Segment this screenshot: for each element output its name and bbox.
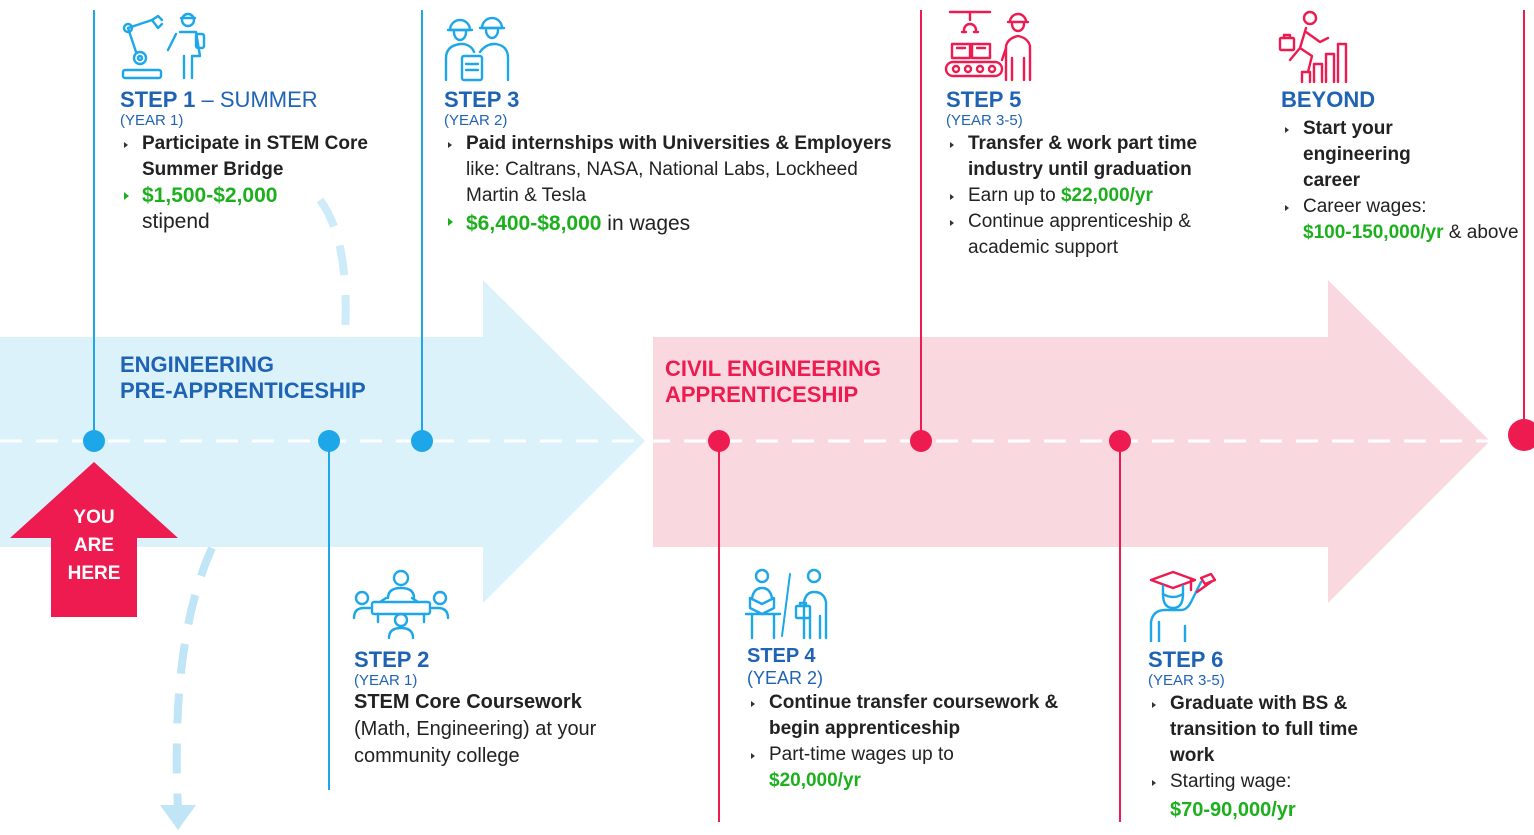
study-to-work-icon [744, 568, 828, 640]
step4-wage-amount: $20,000/yr [769, 770, 861, 791]
engineers-clipboard-icon [444, 16, 510, 82]
step6-block: STEP 6 (YEAR 3-5) Graduate with BS & tra… [1148, 648, 1418, 825]
pre-apprenticeship-line1: ENGINEERING [120, 352, 275, 377]
step5-bullet-3: Continue apprenticeship & academic suppo… [946, 209, 1236, 261]
step6-year: (YEAR 3-5) [1148, 672, 1225, 689]
apprenticeship-band-arrow [653, 280, 1490, 603]
step5-wage-amount: $22,000/yr [1060, 185, 1153, 206]
step1-title: STEP 1 – SUMMER [120, 88, 380, 112]
step3-wage-amount: $6,400-$8,000 [466, 212, 602, 235]
step5-bullet-2: Earn up to $22,000/yr [946, 183, 1236, 209]
beyond-wage-rest: & above [1443, 222, 1519, 243]
step1-block: STEP 1 – SUMMER (YEAR 1) Participate in … [120, 88, 380, 235]
beyond-block: BEYOND Start your engineering career Car… [1281, 88, 1521, 246]
step1-bullet-1-text: Participate in STEM Core Summer Bridge [142, 133, 368, 180]
beyond-bullet-1-text: Start your engineering career [1303, 118, 1411, 191]
step1-bullets: Participate in STEM Core Summer Bridge $… [120, 131, 380, 235]
step2-title: STEP 2 [354, 647, 430, 672]
step5-bullet-1: Transfer & work part time industry until… [946, 131, 1236, 183]
step2-block: STEP 2 (YEAR 1) STEM Core Coursework (Mat… [354, 648, 634, 770]
timeline-dot-step5 [910, 430, 932, 452]
step3-bullet-1-bold: Paid internships with Universities & Emp… [466, 133, 892, 154]
dashed-curve-lower [172, 546, 216, 811]
step4-bullet-2: Part-time wages up to $20,000/yr [747, 742, 1097, 794]
step2-description: STEM Core Coursework (Math, Engineering) … [354, 689, 634, 770]
dashed-arrowhead [160, 805, 196, 830]
step3-bullets: Paid internships with Universities & Emp… [444, 131, 894, 239]
robot-arm-worker-icon [121, 12, 206, 80]
step6-title: STEP 6 [1148, 647, 1224, 672]
step6-bullet-2-text: Starting wage: [1170, 771, 1292, 792]
step5-bullet-1-text: Transfer & work part time industry until… [968, 133, 1198, 180]
timeline-dot-step6 [1109, 430, 1131, 452]
step6-bullet-1-text: Graduate with BS & transition to full ti… [1170, 693, 1358, 766]
step5-year: (YEAR 3-5) [946, 112, 1023, 129]
beyond-wage-amount: $100-150,000/yr [1303, 222, 1444, 243]
step1-title-suffix: – SUMMER [195, 87, 318, 112]
step5-bullets: Transfer & work part time industry until… [946, 131, 1236, 261]
step2-year: (YEAR 1) [354, 672, 418, 689]
beyond-title: BEYOND [1281, 87, 1376, 112]
pre-apprenticeship-line2: PRE-APPRENTICESHIP [120, 378, 366, 403]
beyond-bullet-1: Start your engineering career [1281, 116, 1521, 194]
step4-block: STEP 4 (YEAR 2) Continue transfer course… [747, 644, 1097, 794]
step6-bullet-2: Starting wage: $70-90,000/yr [1148, 769, 1418, 825]
step1-bullet-1: Participate in STEM Core Summer Bridge [120, 131, 380, 183]
graduate-icon [1149, 570, 1217, 642]
step3-bullet-2: $6,400-$8,000 in wages [444, 209, 894, 239]
step3-wage-label: in wages [601, 212, 691, 235]
civil-apprenticeship-line2: APPRENTICESHIP [665, 382, 859, 407]
step4-bullet-2-text: Part-time wages up to [769, 744, 954, 765]
step5-title: STEP 5 [946, 87, 1022, 112]
civil-apprenticeship-label: CIVIL ENGINEERING APPRENTICESHIP [665, 356, 881, 408]
beyond-bullet-2: Career wages: $100-150,000/yr & above [1281, 194, 1521, 246]
step3-bullet-1-rest: like: Caltrans, NASA, National Labs, Loc… [466, 159, 858, 206]
you-are-here-you: YOU [73, 507, 115, 528]
step1-stipend-label: stipend [142, 210, 210, 233]
you-are-here-are: ARE [73, 535, 115, 556]
you-are-here-arrow [10, 462, 178, 617]
step5-block: STEP 5 (YEAR 3-5) Transfer & work part t… [946, 88, 1236, 261]
pre-apprenticeship-label: ENGINEERING PRE-APPRENTICESHIP [120, 352, 366, 404]
step1-bullet-2: $1,500-$2,000 stipend [120, 183, 380, 235]
step1-year: (YEAR 1) [120, 112, 184, 129]
step5-bullet-3-text: Continue apprenticeship & academic suppo… [968, 211, 1191, 258]
beyond-bullets: Start your engineering career Career wag… [1281, 116, 1521, 246]
step1-title-text: STEP 1 [120, 87, 196, 112]
step4-title: STEP 4 [747, 645, 816, 667]
you-are-here-label: YOU ARE HERE [51, 504, 137, 588]
step3-title: STEP 3 [444, 87, 520, 112]
timeline-dot-step3 [411, 430, 433, 452]
timeline-dot-step4 [708, 430, 730, 452]
step3-year: (YEAR 2) [444, 112, 508, 129]
step3-block: STEP 3 (YEAR 2) Paid internships with Un… [444, 88, 894, 239]
team-meeting-icon [352, 569, 450, 640]
step1-stipend-amount: $1,500-$2,000 [142, 184, 278, 207]
step4-year: (YEAR 2) [747, 668, 824, 688]
timeline-dot-beyond [1508, 419, 1534, 451]
you-are-here-here: HERE [67, 563, 121, 584]
step6-wage-amount: $70-90,000/yr [1170, 799, 1296, 821]
timeline-dot-step1 [83, 430, 105, 452]
career-growth-icon [1278, 10, 1348, 84]
step4-bullet-1: Continue transfer coursework & begin app… [747, 690, 1097, 742]
step2-description-bold: STEM Core Coursework [354, 691, 582, 713]
step5-bullet-2-text: Earn up to [968, 185, 1061, 206]
civil-apprenticeship-line1: CIVIL ENGINEERING [665, 356, 881, 381]
step4-bullets: Continue transfer coursework & begin app… [747, 690, 1097, 794]
step6-bullets: Graduate with BS & transition to full ti… [1148, 691, 1418, 825]
step4-bullet-1-text: Continue transfer coursework & begin app… [769, 692, 1059, 739]
step2-description-rest: (Math, Engineering) at your community co… [354, 718, 597, 767]
step3-bullet-1: Paid internships with Universities & Emp… [444, 131, 894, 209]
step6-bullet-1: Graduate with BS & transition to full ti… [1148, 691, 1418, 769]
timeline-dot-step2 [318, 430, 340, 452]
dashed-curve-upper [316, 197, 350, 336]
conveyor-worker-icon [944, 10, 1032, 82]
beyond-bullet-2-text: Career wages: [1303, 196, 1427, 217]
